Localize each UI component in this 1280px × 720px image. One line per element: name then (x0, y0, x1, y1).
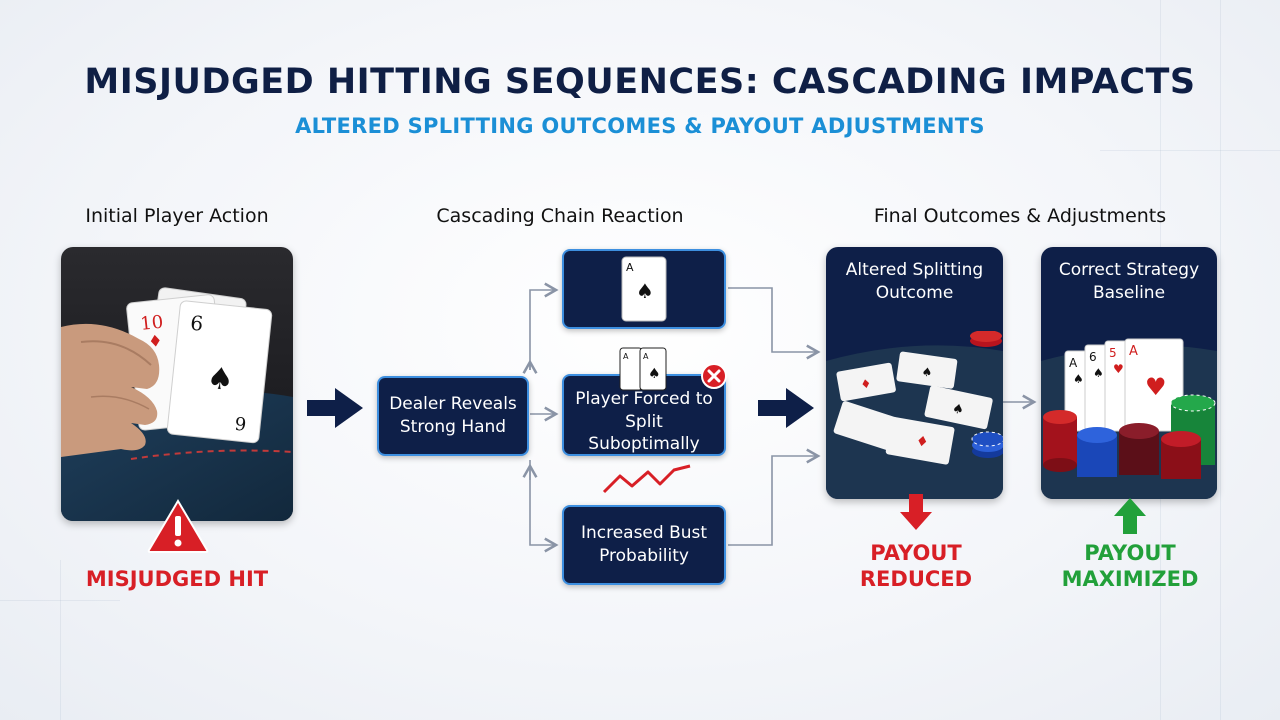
background-grid-line (1100, 150, 1280, 151)
arrow-right-icon (307, 388, 363, 428)
card-rank-ace: A (626, 261, 634, 274)
hand-holding-cards-illustration: 10 ♦ 6 ♠ 6 (61, 247, 293, 521)
svg-text:A: A (643, 352, 649, 361)
svg-text:♠: ♠ (1073, 372, 1084, 386)
split-cards-icon: A A ♠ (619, 347, 667, 391)
background-grid-line (1220, 0, 1221, 720)
dealer-reveals-node: Dealer Reveals Strong Hand (377, 376, 529, 456)
svg-text:♦: ♦ (859, 376, 872, 392)
altered-outcome-title: Altered Splitting Outcome (845, 260, 984, 303)
svg-text:♠: ♠ (648, 366, 661, 382)
section-heading-final: Final Outcomes & Adjustments (873, 205, 1167, 227)
scattered-cards-illustration: ♦ ♠ ♦ ♠ (826, 331, 1003, 499)
svg-text:♥: ♥ (1113, 362, 1124, 376)
svg-text:♥: ♥ (1145, 373, 1167, 401)
initial-action-photo: 10 ♦ 6 ♠ 6 (61, 247, 293, 521)
svg-text:♠: ♠ (636, 279, 654, 303)
payout-maximized-label: PAYOUT MAXIMIZED (1061, 541, 1199, 592)
arrow-right-icon (758, 388, 814, 428)
svg-text:A: A (1129, 344, 1138, 359)
misjudged-hit-label: MISJUDGED HIT (85, 567, 269, 591)
arrow-down-icon (900, 494, 932, 530)
svg-text:♠: ♠ (921, 364, 934, 379)
split-suboptimally-node: Player Forced to Split Suboptimally (562, 374, 726, 456)
volatile-trend-icon (602, 464, 691, 494)
correct-baseline-panel: Correct Strategy Baseline A ♠ 6 ♠ 5 ♥ A … (1041, 247, 1217, 499)
page-subtitle: ALTERED SPLITTING OUTCOMES & PAYOUT ADJU… (295, 114, 985, 138)
six-of-spades-card: 6 ♠ 6 (166, 300, 273, 444)
svg-text:♦: ♦ (915, 433, 930, 451)
svg-text:♦: ♦ (147, 331, 163, 351)
svg-text:6: 6 (1089, 350, 1097, 364)
warning-triangle-icon (147, 499, 209, 553)
ace-of-spades-card: A ♠ (621, 256, 667, 322)
svg-text:♠: ♠ (1093, 366, 1104, 380)
svg-text:♠: ♠ (951, 401, 966, 418)
correct-baseline-title: Correct Strategy Baseline (1058, 260, 1200, 303)
winning-hand-illustration: A ♠ 6 ♠ 5 ♥ A ♥ (1041, 331, 1217, 499)
section-heading-initial: Initial Player Action (85, 205, 269, 227)
background-grid-line (60, 560, 61, 720)
section-heading-chain: Cascading Chain Reaction (436, 205, 684, 227)
svg-text:A: A (623, 352, 629, 361)
error-x-icon (701, 363, 727, 389)
arrow-up-icon (1114, 498, 1146, 534)
chip-stacks (1043, 394, 1216, 479)
altered-outcome-panel: Altered Splitting Outcome ♦ ♠ ♦ ♠ (826, 247, 1003, 499)
svg-text:♠: ♠ (205, 361, 235, 399)
ace-card-node: A ♠ (562, 249, 726, 329)
background-grid-line (0, 600, 120, 601)
card-rank-ten: 10 (139, 312, 164, 335)
svg-text:6: 6 (234, 412, 248, 434)
card-rank-six: 6 (189, 311, 204, 336)
payout-reduced-label: PAYOUT REDUCED (859, 541, 973, 592)
bust-probability-node: Increased Bust Probability (562, 505, 726, 585)
winning-hand-cards: A ♠ 6 ♠ 5 ♥ A ♥ (1064, 338, 1184, 432)
page-title: MISJUDGED HITTING SEQUENCES: CASCADING I… (84, 62, 1196, 102)
svg-text:5: 5 (1109, 346, 1117, 360)
svg-text:A: A (1069, 356, 1078, 370)
